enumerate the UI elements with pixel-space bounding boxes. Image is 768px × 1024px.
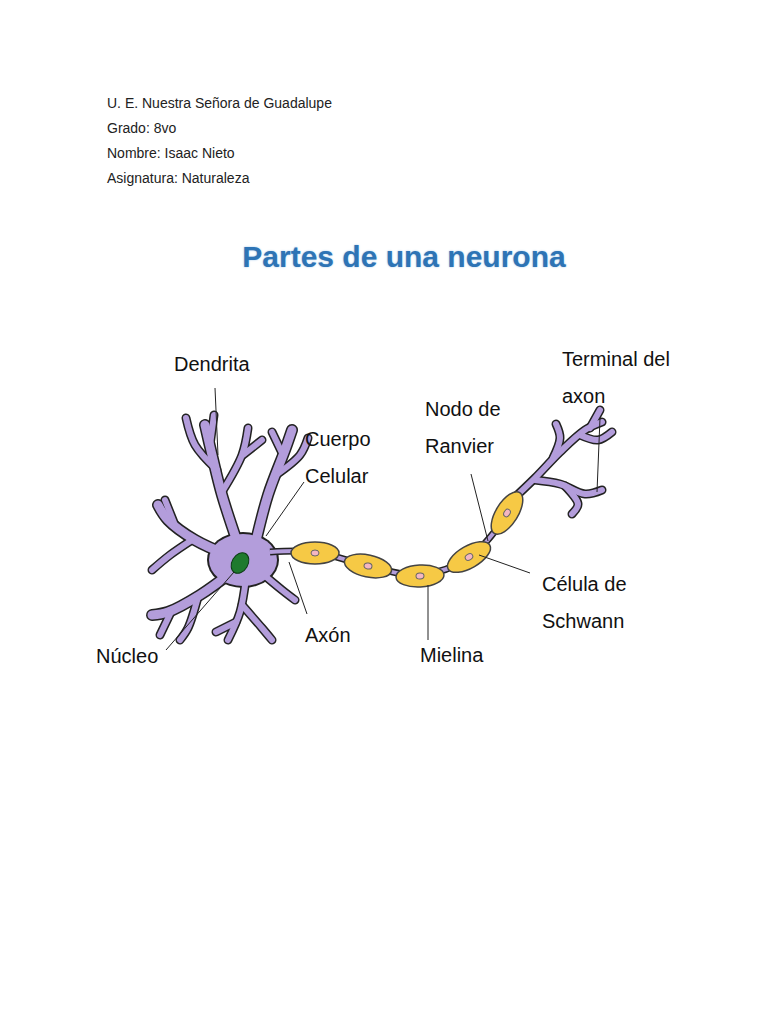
myelin-sheath [395, 564, 444, 588]
myelin-sheath [342, 550, 394, 581]
part-label: Cuerpo Celular [305, 421, 393, 495]
header-text: Asignatura: Naturaleza [107, 169, 427, 187]
leader-line [471, 474, 488, 541]
header-text: U. E. Nuestra Señora de Guadalupe [107, 94, 427, 112]
axon-core [270, 496, 520, 575]
leader-line [597, 418, 600, 492]
part-label: Mielina [420, 637, 540, 674]
myelin-sheath [291, 542, 339, 564]
leader-line [479, 555, 530, 573]
part-label: Núcleo [96, 638, 216, 675]
header-text: Nombre: Isaac Nieto [107, 144, 427, 162]
leader-line [289, 562, 307, 614]
myelin-sheath [443, 535, 496, 578]
nucleus [228, 549, 253, 576]
axon-outline [270, 496, 520, 575]
myelin-sheath [485, 487, 529, 539]
neuron-outline [152, 410, 612, 640]
header-text: Grado: 8vo [107, 119, 427, 137]
leader-line [428, 585, 429, 640]
leader-line [166, 572, 234, 650]
part-label: Célula de Schwann [542, 566, 664, 640]
neuron-fill [152, 410, 612, 640]
part-label: Axón [305, 617, 405, 654]
part-label: Dendrita [174, 346, 314, 383]
leader-line [215, 388, 218, 455]
leader-line [266, 482, 304, 536]
part-label: Terminal del axon [562, 341, 702, 415]
page-title: Partes de una neurona [40, 240, 768, 274]
part-label: Nodo de Ranvier [425, 391, 525, 465]
